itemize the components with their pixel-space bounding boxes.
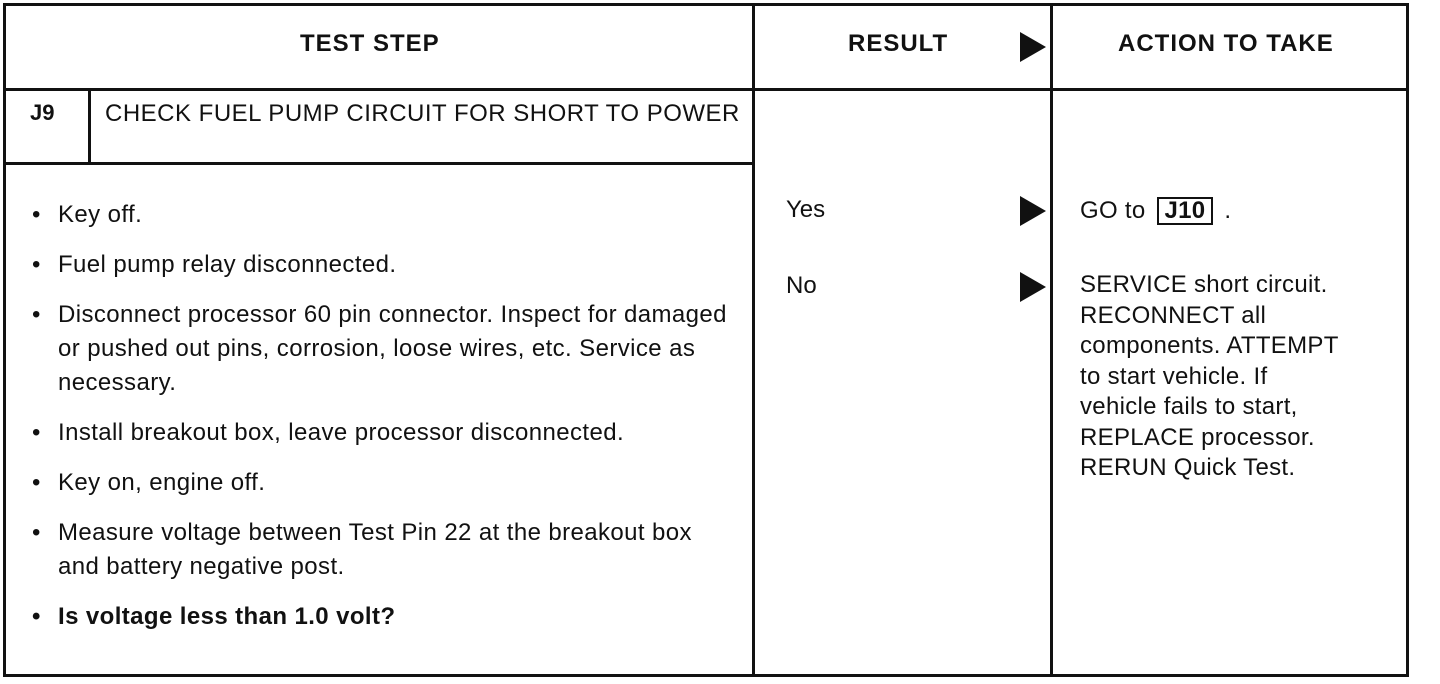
step-id: J9 <box>30 100 55 125</box>
bullet-icon: • <box>32 419 41 446</box>
result-arrow-icon <box>1020 32 1046 62</box>
step-item: •Install breakout box, leave processor d… <box>30 416 740 450</box>
action-no-line: REPLACE processor. <box>1080 423 1315 451</box>
action-yes-prefix: GO to <box>1080 197 1146 224</box>
action-no: SERVICE short circuit. RECONNECT all com… <box>1080 270 1339 484</box>
step-instructions: •Key off. •Fuel pump relay disconnected.… <box>30 198 740 650</box>
no-arrow-icon <box>1020 272 1046 302</box>
header-test-step: TEST STEP <box>300 30 440 57</box>
bullet-icon: • <box>32 301 41 328</box>
step-title: CHECK FUEL PUMP CIRCUIT FOR SHORT TO POW… <box>105 100 740 127</box>
result-no: No <box>786 272 817 299</box>
step-item: •Fuel pump relay disconnected. <box>30 248 740 282</box>
step-item: •Disconnect processor 60 pin connector. … <box>30 298 740 400</box>
step-item: •Key on, engine off. <box>30 466 740 500</box>
action-yes: GO to J10 . <box>1080 196 1231 227</box>
step-item: •Key off. <box>30 198 740 232</box>
column-divider-result-action <box>1050 3 1053 677</box>
step-id-divider <box>88 88 91 165</box>
bullet-icon: • <box>32 519 41 546</box>
action-no-line: to start vehicle. If <box>1080 362 1268 390</box>
action-no-line: vehicle fails to start, <box>1080 393 1298 420</box>
action-no-line: SERVICE short circuit. <box>1080 271 1328 298</box>
test-step-table <box>3 3 1409 677</box>
bullet-icon: • <box>32 469 41 496</box>
bullet-icon: • <box>32 603 41 630</box>
header-result: RESULT <box>848 30 949 57</box>
action-no-line: RERUN Quick Test. <box>1080 454 1296 481</box>
step-title-divider <box>3 162 755 165</box>
action-no-line: components. ATTEMPT <box>1080 332 1339 359</box>
action-no-line: RECONNECT all <box>1080 301 1267 329</box>
step-question: •Is voltage less than 1.0 volt? <box>30 600 740 634</box>
result-yes: Yes <box>786 196 826 223</box>
action-yes-suffix: . <box>1224 197 1232 224</box>
bullet-icon: • <box>32 251 41 278</box>
step-item: •Measure voltage between Test Pin 22 at … <box>30 516 740 584</box>
bullet-icon: • <box>32 201 41 228</box>
header-action-to-take: ACTION TO TAKE <box>1118 30 1334 57</box>
yes-arrow-icon <box>1020 196 1046 226</box>
step-reference-j10: J10 <box>1156 197 1214 225</box>
column-divider-teststep-result <box>752 3 755 677</box>
header-divider <box>3 88 1409 91</box>
